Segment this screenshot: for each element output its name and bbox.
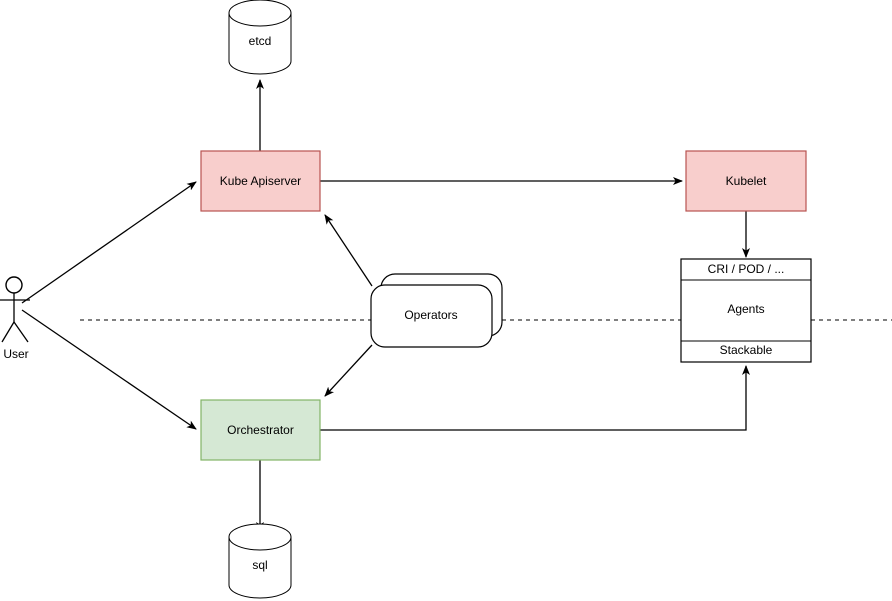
edge-user-to-orchestrator bbox=[21, 309, 197, 430]
node-agents-body-label: Agents bbox=[727, 302, 764, 316]
node-agents-footer[interactable]: Stackable bbox=[681, 340, 811, 357]
node-agents-header-label: CRI / POD / ... bbox=[708, 262, 785, 276]
node-orchestrator-label: Orchestrator bbox=[227, 423, 294, 437]
node-kube-apiserver-label: Kube Apiserver bbox=[220, 174, 301, 188]
node-kubelet-label: Kubelet bbox=[726, 174, 767, 188]
node-agents-box[interactable]: CRI / POD / ... Agents Stackable bbox=[680, 258, 812, 363]
node-sql[interactable]: sql bbox=[228, 523, 292, 599]
edge-operators-to-apiserver bbox=[324, 214, 373, 287]
edge-orchestrator-to-stackable bbox=[320, 365, 750, 431]
node-etcd-label: etcd bbox=[249, 34, 272, 48]
node-agents-header[interactable]: CRI / POD / ... bbox=[681, 262, 811, 281]
node-agents-body[interactable]: Agents bbox=[727, 302, 764, 316]
node-agents-footer-label: Stackable bbox=[720, 343, 773, 357]
edge-user-to-apiserver bbox=[21, 181, 197, 304]
edge-operators-to-orchestrator bbox=[324, 344, 373, 397]
node-operators-label: Operators bbox=[404, 308, 457, 322]
node-user-label: User bbox=[3, 347, 28, 361]
node-etcd[interactable]: etcd bbox=[228, 0, 292, 75]
node-kube-apiserver[interactable]: Kube Apiserver bbox=[200, 150, 321, 212]
node-user[interactable]: User bbox=[0, 276, 30, 361]
node-operators[interactable]: Operators bbox=[370, 273, 503, 348]
node-orchestrator[interactable]: Orchestrator bbox=[200, 399, 321, 461]
node-sql-label: sql bbox=[252, 558, 267, 572]
node-kubelet[interactable]: Kubelet bbox=[685, 150, 807, 212]
